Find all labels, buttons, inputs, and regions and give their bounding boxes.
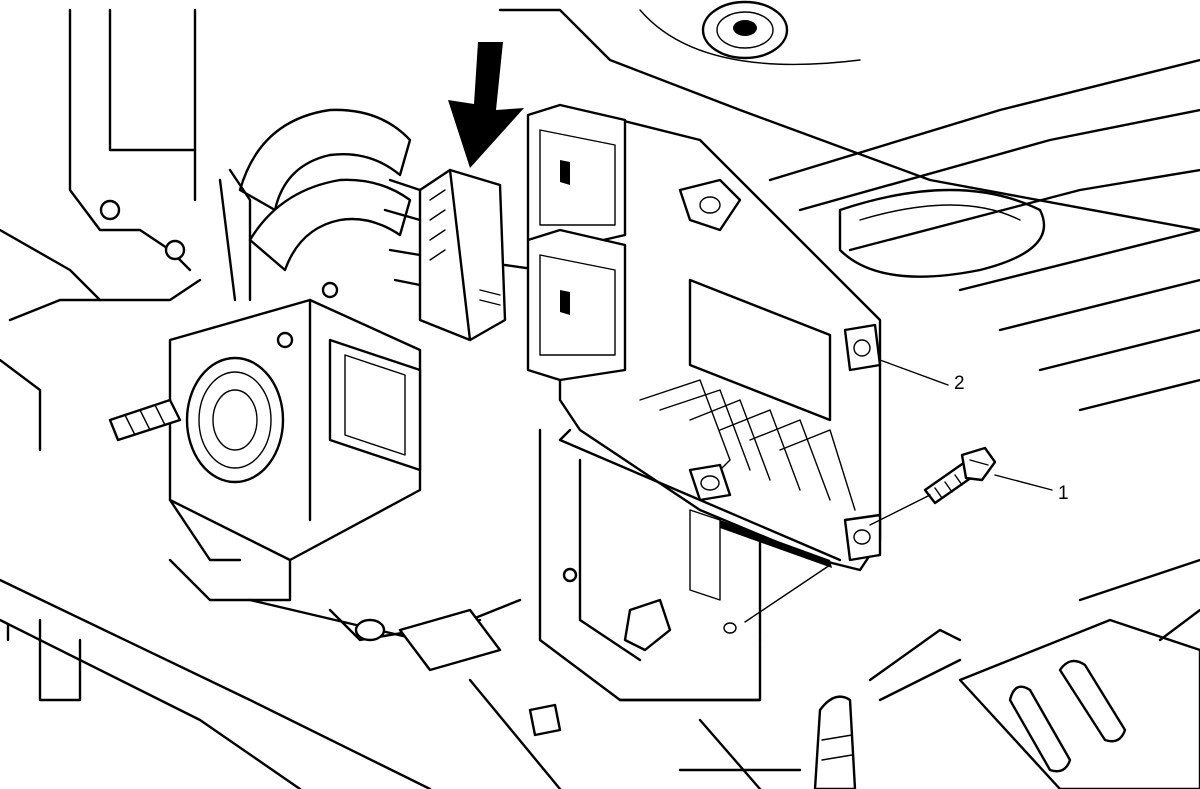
sensor-housing: [0, 278, 422, 602]
callout-label-module: 2: [954, 373, 965, 394]
wiring-harness-connector: [383, 168, 542, 342]
callout-label-bolt: 1: [1058, 483, 1069, 504]
leader-lines: [744, 359, 1053, 623]
engine-cover-background: [498, 0, 1200, 412]
lower-right-bracket: [813, 558, 1200, 789]
coolant-hoses: [218, 108, 412, 302]
down-arrow-indicator: [448, 42, 524, 168]
left-bracket: [0, 8, 197, 302]
lower-frame: [0, 578, 802, 789]
engine-control-module: [526, 103, 882, 572]
mounting-bolt: [923, 446, 997, 505]
